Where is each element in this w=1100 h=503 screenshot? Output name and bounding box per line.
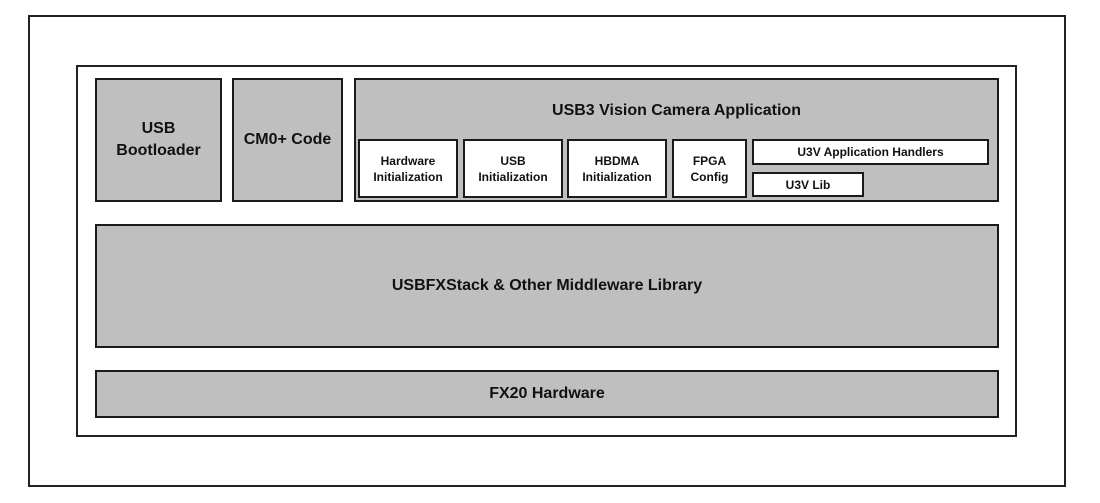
cm0-code-label: CM0+ Code <box>243 131 332 148</box>
u3v-handlers-label: U3V Application Handlers <box>797 145 944 159</box>
usb-init-module: USB Initialization <box>463 139 563 198</box>
middleware-library-block: USBFXStack & Other Middleware Library <box>95 224 999 348</box>
hardware-label: FX20 Hardware <box>489 385 605 402</box>
fpga-config-module: FPGA Config <box>672 139 747 198</box>
usb-bootloader-block: USB Bootloader <box>95 78 222 202</box>
module-line2: Config <box>690 169 729 184</box>
u3v-application-handlers-module: U3V Application Handlers <box>752 139 989 165</box>
module-line2: Initialization <box>373 169 443 184</box>
usb-bootloader-line1: USB <box>141 120 176 137</box>
hbdma-init-module: HBDMA Initialization <box>567 139 667 198</box>
usb3-vision-app-title: USB3 Vision Camera Application <box>552 102 801 119</box>
usb-bootloader-line2: Bootloader <box>116 142 201 159</box>
module-line1: FPGA <box>692 153 727 168</box>
module-line1: HBDMA <box>594 153 640 168</box>
fx20-hardware-block: FX20 Hardware <box>95 370 999 418</box>
module-line2: Initialization <box>478 169 548 184</box>
middleware-label: USBFXStack & Other Middleware Library <box>391 277 703 294</box>
hardware-init-module: Hardware Initialization <box>358 139 458 198</box>
module-line2: Initialization <box>582 169 652 184</box>
module-line1: Hardware <box>380 153 436 168</box>
u3v-lib-label: U3V Lib <box>785 177 831 192</box>
cm0-code-block: CM0+ Code <box>232 78 343 202</box>
u3v-lib-module: U3V Lib <box>752 172 864 197</box>
module-line1: USB <box>500 153 526 168</box>
